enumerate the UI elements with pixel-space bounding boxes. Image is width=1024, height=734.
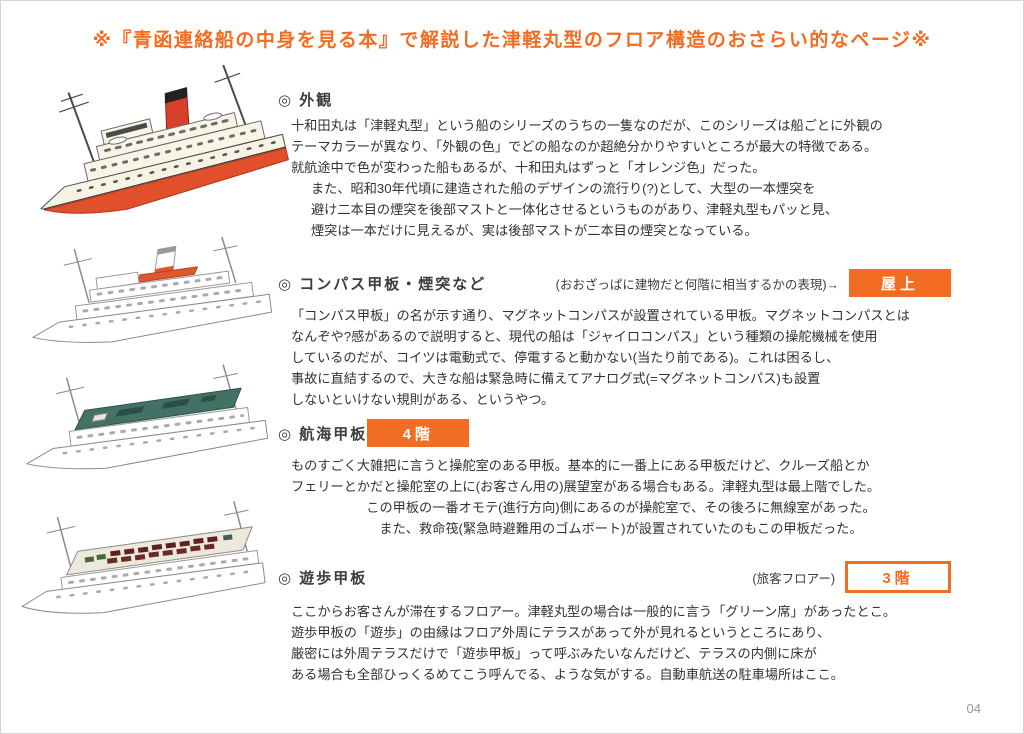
section-compass-deck-heading-row: ◎ コンパス甲板・煙突など (おおざっぱに建物だと何階に相当するかの表現)→ 屋… xyxy=(278,269,951,297)
ship-navigation-deck-illustration-icon xyxy=(26,364,269,470)
section-exterior-body-2: また、昭和30年代頃に建造された船のデザインの流行り(?)として、大型の一本煙突… xyxy=(311,181,838,238)
section-exterior: ◎ 外観 十和田丸は「津軽丸型」という船のシリーズのうちの一隻なのだが、このシリ… xyxy=(278,89,951,241)
section-promenade-deck: ◎ 遊歩甲板 (旅客フロアー) 3階 ここからお客さんが滞在するフロアー。津軽丸… xyxy=(278,561,951,685)
section-navigation-deck: ◎ 航海甲板 4階 ものすごく大雑把に言うと操舵室のある甲板。基本的に一番上にあ… xyxy=(278,419,951,539)
section-promenade-deck-heading: ◎ 遊歩甲板 xyxy=(278,569,368,587)
ship-promenade-deck-illustration-icon xyxy=(21,501,266,614)
section-compass-deck-heading: ◎ コンパス甲板・煙突など xyxy=(278,275,487,293)
section-navigation-deck-body: ものすごく大雑把に言うと操舵室のある甲板。基本的に一番上にある甲板だけど、クルー… xyxy=(291,458,881,494)
ship-compass-deck-illustration-icon xyxy=(32,236,273,343)
page-title: ※『青函連絡船の中身を見る本』で解説した津軽丸型のフロア構造のおさらい的なページ… xyxy=(92,30,932,51)
section-navigation-deck-heading-row: ◎ 航海甲板 4階 xyxy=(278,419,951,447)
floor-badge-3f: 3階 xyxy=(845,561,951,593)
section-compass-deck: ◎ コンパス甲板・煙突など (おおざっぱに建物だと何階に相当するかの表現)→ 屋… xyxy=(278,269,951,410)
page-number: 04 xyxy=(966,701,981,716)
section-compass-deck-body: 「コンパス甲板」の名が示す通り、マグネットコンパスが設置されている甲板。マグネッ… xyxy=(291,308,910,407)
section-exterior-heading: ◎ 外観 xyxy=(278,92,334,109)
passenger-floor-note: (旅客フロアー) xyxy=(752,571,835,586)
ship-exterior-color-illustration-icon xyxy=(40,64,289,214)
section-promenade-deck-body: ここからお客さんが滞在するフロアー。津軽丸型の場合は一般的に言う「グリーン席」が… xyxy=(291,604,897,682)
section-exterior-body: 十和田丸は「津軽丸型」という船のシリーズのうちの一隻なのだが、このシリーズは船ご… xyxy=(291,118,883,175)
section-navigation-deck-body-2: この甲板の一番オモテ(進行方向)側にあるのが操舵室で、その後ろに無線室があった。… xyxy=(366,500,876,536)
floor-badge-4f: 4階 xyxy=(367,419,470,447)
floor-badge-rooftop: 屋上 xyxy=(849,269,951,297)
floor-equivalence-note: (おおざっぱに建物だと何階に相当するかの表現)→ xyxy=(555,277,839,292)
section-promenade-deck-heading-row: ◎ 遊歩甲板 (旅客フロアー) 3階 xyxy=(278,561,951,593)
section-navigation-deck-heading: ◎ 航海甲板 xyxy=(278,425,368,443)
section-exterior-heading-row: ◎ 外観 xyxy=(278,89,951,110)
